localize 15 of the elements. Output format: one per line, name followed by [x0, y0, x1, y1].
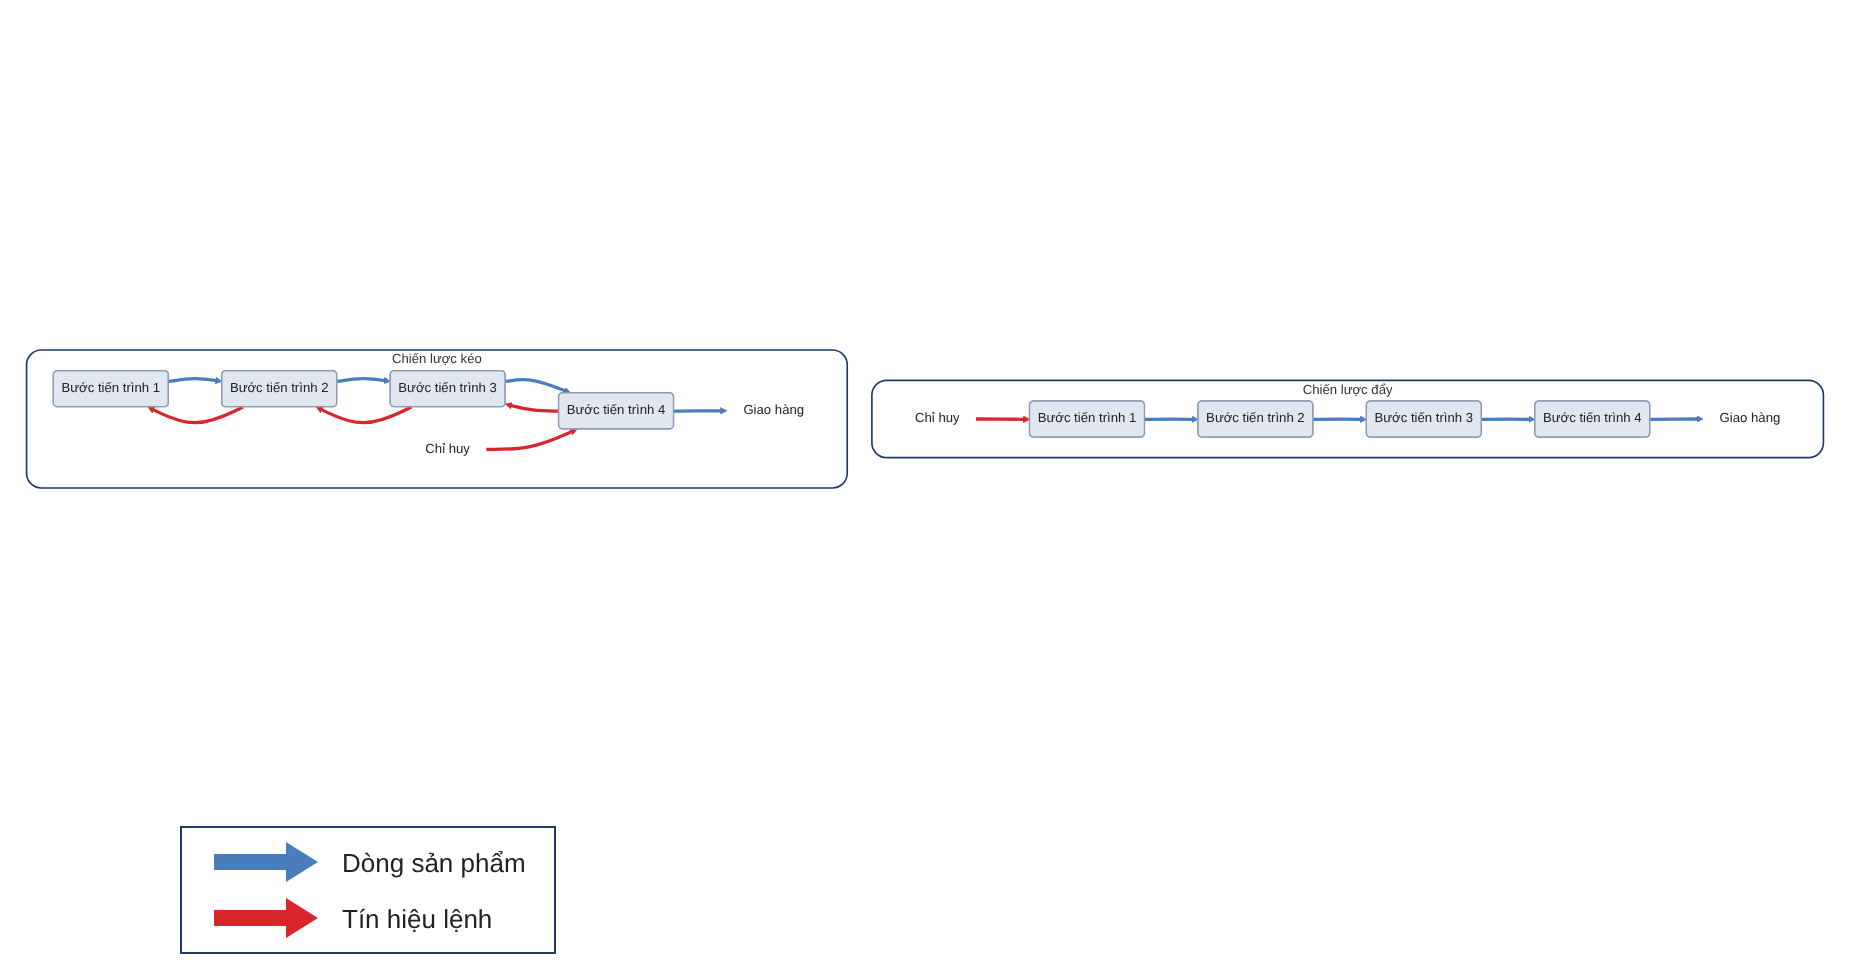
arrow [1481, 415, 1536, 423]
legend-label: Dòng sản phẩm [342, 847, 526, 877]
arrow [486, 428, 578, 452]
arrow [1313, 415, 1368, 423]
legend-label: Tín hiệu lệnh [342, 903, 493, 933]
arrow [976, 415, 1031, 423]
arrow [168, 376, 223, 385]
arrow [1650, 415, 1704, 423]
arrow [1144, 415, 1199, 423]
arrow [315, 405, 413, 425]
arrow [505, 402, 559, 413]
arrow [336, 376, 391, 385]
arrow [505, 378, 572, 395]
arrow [673, 407, 728, 415]
arrow [147, 405, 244, 425]
